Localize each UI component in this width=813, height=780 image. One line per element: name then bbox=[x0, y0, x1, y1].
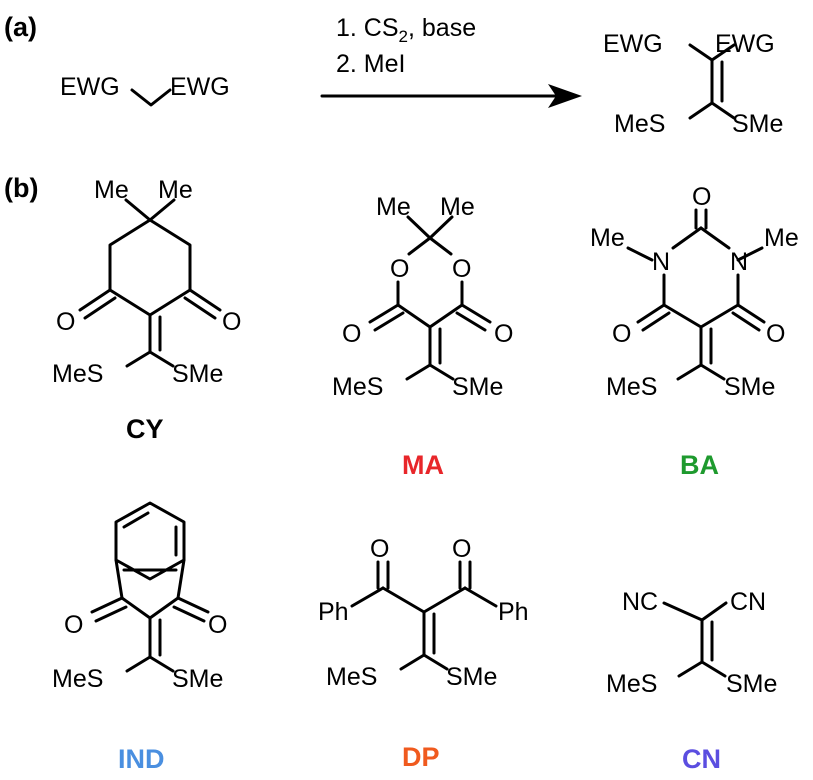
atom-sme: SMe bbox=[726, 670, 777, 698]
atom-o: O bbox=[766, 320, 785, 348]
atom-sme: SMe bbox=[446, 663, 497, 691]
atom-o: O bbox=[612, 320, 631, 348]
atom-o: O bbox=[494, 320, 513, 348]
atom-me: Me bbox=[440, 193, 475, 221]
atom-sme: SMe bbox=[172, 360, 223, 388]
panel-label-b: (b) bbox=[4, 173, 38, 203]
atom-sme: SMe bbox=[172, 665, 223, 693]
atom-me: Me bbox=[590, 224, 625, 252]
atom-o: O bbox=[692, 183, 711, 211]
compound-label-dp: DP bbox=[402, 742, 440, 772]
atom-n: N bbox=[652, 248, 670, 276]
product-ewg-left: EWG bbox=[603, 30, 663, 58]
compound-label-cn: CN bbox=[682, 744, 721, 774]
atom-mes: MeS bbox=[606, 670, 657, 698]
atom-ph: Ph bbox=[498, 598, 529, 626]
atom-me: Me bbox=[158, 176, 193, 204]
reaction-conditions: 1. CS2, base 2. MeI bbox=[336, 14, 476, 78]
reaction-arrow bbox=[320, 84, 582, 108]
product-ewg-right: EWG bbox=[715, 30, 775, 58]
compound-label-ba: BA bbox=[680, 450, 719, 480]
atom-cn: CN bbox=[730, 588, 766, 616]
atom-o: O bbox=[370, 535, 389, 563]
compound-label-ma: MA bbox=[402, 450, 444, 480]
atom-sme: SMe bbox=[452, 373, 503, 401]
atom-ph: Ph bbox=[318, 598, 349, 626]
reactant: EWG EWG bbox=[60, 73, 230, 107]
conditions-step1: 1. CS2, base bbox=[336, 14, 476, 46]
atom-o: O bbox=[222, 308, 241, 336]
compound-ind: O O MeS SMe IND bbox=[52, 501, 227, 774]
conditions-step2: 2. MeI bbox=[336, 50, 405, 78]
compound-cy: Me Me O O MeS SMe CY bbox=[52, 176, 241, 444]
atom-o: O bbox=[390, 255, 409, 283]
product-sme: SMe bbox=[732, 110, 783, 138]
atom-me: Me bbox=[764, 224, 799, 252]
panel-label-a: (a) bbox=[4, 12, 37, 42]
atom-mes: MeS bbox=[332, 373, 383, 401]
atom-sme: SMe bbox=[724, 373, 775, 401]
reactant-ewg-right: EWG bbox=[170, 73, 230, 101]
atom-o: O bbox=[56, 308, 75, 336]
atom-mes: MeS bbox=[52, 360, 103, 388]
compound-label-ind: IND bbox=[118, 744, 165, 774]
atom-o: O bbox=[452, 535, 471, 563]
compound-ba: O Me Me N N O O MeS SMe BA bbox=[590, 183, 799, 480]
compound-dp: O O Ph Ph MeS SMe DP bbox=[318, 535, 529, 772]
atom-nc: NC bbox=[622, 588, 658, 616]
atom-me: Me bbox=[94, 176, 129, 204]
atom-mes: MeS bbox=[52, 665, 103, 693]
reactant-ch2-bond bbox=[130, 88, 172, 107]
atom-o: O bbox=[452, 255, 471, 283]
atom-n: N bbox=[730, 248, 748, 276]
compound-ma: Me Me O O O O MeS SMe MA bbox=[332, 193, 513, 480]
atom-me: Me bbox=[376, 193, 411, 221]
product: EWG EWG MeS SMe bbox=[603, 30, 783, 138]
reactant-ewg-left: EWG bbox=[60, 73, 120, 101]
product-mes: MeS bbox=[614, 110, 665, 138]
atom-mes: MeS bbox=[606, 373, 657, 401]
compound-label-cy: CY bbox=[126, 414, 164, 444]
atom-o: O bbox=[64, 611, 83, 639]
atom-o: O bbox=[208, 611, 227, 639]
atom-o: O bbox=[342, 320, 361, 348]
compound-cn: NC CN MeS SMe CN bbox=[606, 588, 777, 774]
atom-mes: MeS bbox=[326, 663, 377, 691]
